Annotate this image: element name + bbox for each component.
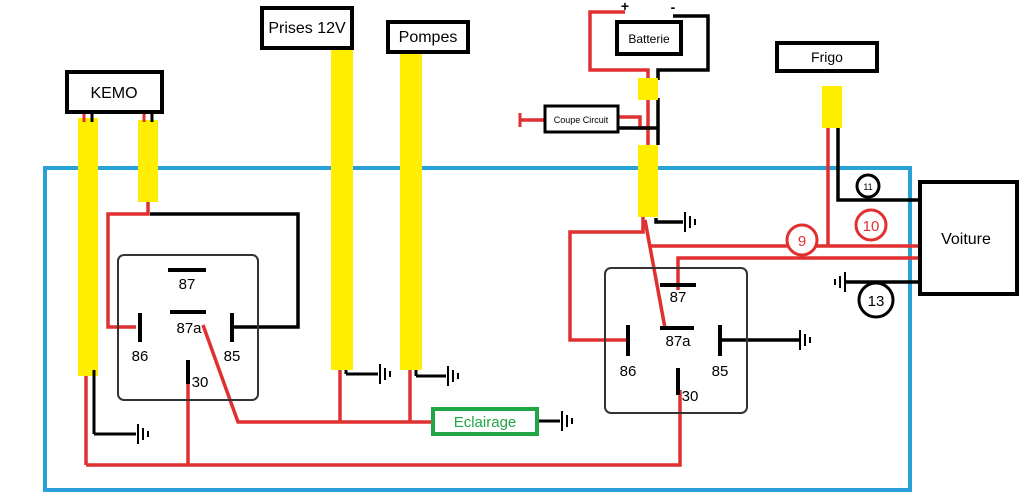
ground-icon [447,366,459,386]
kemo-box [65,70,164,114]
relay-left-85: 85 [224,348,241,365]
relay-left: 87 87a 86 85 30 [117,254,259,401]
battery-minus-wire [656,14,710,80]
battery-plus-wire [588,10,650,78]
ground-icon [834,272,846,292]
prises-label: Prises 12V [268,20,346,37]
relay-left-85-wire [150,212,300,329]
relay-right: 87 87a 86 85 30 [604,267,748,414]
frigo-black-wire [836,126,920,202]
wire-13-label: 13 [868,293,885,310]
batterie-label: Batterie [628,32,670,46]
connectors [78,48,842,376]
battery-lower-connector [638,145,658,217]
frigo-label: Frigo [811,49,843,65]
coupe-circuit-box [543,104,620,134]
pompes-box [386,20,470,54]
relay-left-30: 30 [192,374,209,391]
kemo-connector-right [138,120,158,202]
enclosure-frame [43,166,912,492]
bottom-bus-wire [86,390,682,467]
relay-right-ground-wire [654,218,683,224]
frigo-connector [822,86,842,128]
prises-box [260,6,354,50]
prises-connector [331,48,353,370]
relay-right-30: 30 [682,388,699,405]
relay-left-87a-wire [201,324,433,424]
batterie-plus-label: + [621,0,629,14]
coupe-circuit-label: Coupe Circuit [554,115,609,125]
voiture-box [918,180,1019,296]
frigo-box [775,41,879,73]
ground-icon [137,424,149,444]
relay-right-box [604,267,748,414]
relay-right-87a: 87a [665,333,691,350]
eclairage-box [431,407,539,436]
voiture-label: Voiture [941,231,991,248]
ground-icon [561,411,573,431]
wire-13-marker [857,281,895,319]
wires [84,10,920,467]
kemo-connector-left [78,118,98,376]
voiture-9-wire [676,256,920,290]
ground-icon [799,330,811,350]
relay-right-87: 87 [670,289,687,306]
relay-right-86: 86 [620,363,637,380]
relay-left-box [117,254,259,401]
wire-10-marker [854,208,888,242]
pompes-label: Pompes [399,29,458,46]
ground-icon [684,212,696,232]
wire-10-label: 10 [863,218,880,235]
battery-upper-connector [638,78,658,100]
relay-right-30-wire [643,219,667,329]
wire-9-marker [785,223,819,257]
pompes-connector [400,52,422,370]
wire-9-label: 9 [798,233,806,250]
batterie-box [615,20,683,56]
component-boxes: KEMO Prises 12V Pompes Batterie + - Coup… [65,0,1019,436]
wire-11-label: 11 [863,182,872,192]
wire-number-markers: 9 10 11 13 [785,173,895,319]
ground-symbols [137,113,846,444]
relay-left-86: 86 [132,348,149,365]
relay-right-86-wire [568,215,645,342]
ground-icon [379,364,391,384]
relay-left-87: 87 [179,276,196,293]
relay-left-87a: 87a [176,320,202,337]
relay-right-85: 85 [712,363,729,380]
eclairage-label: Eclairage [454,414,517,431]
kemo-label: KEMO [90,85,137,102]
relay-left-86-wire [106,200,150,329]
wire-11-marker [855,173,881,199]
batterie-minus-label: - [671,0,676,15]
